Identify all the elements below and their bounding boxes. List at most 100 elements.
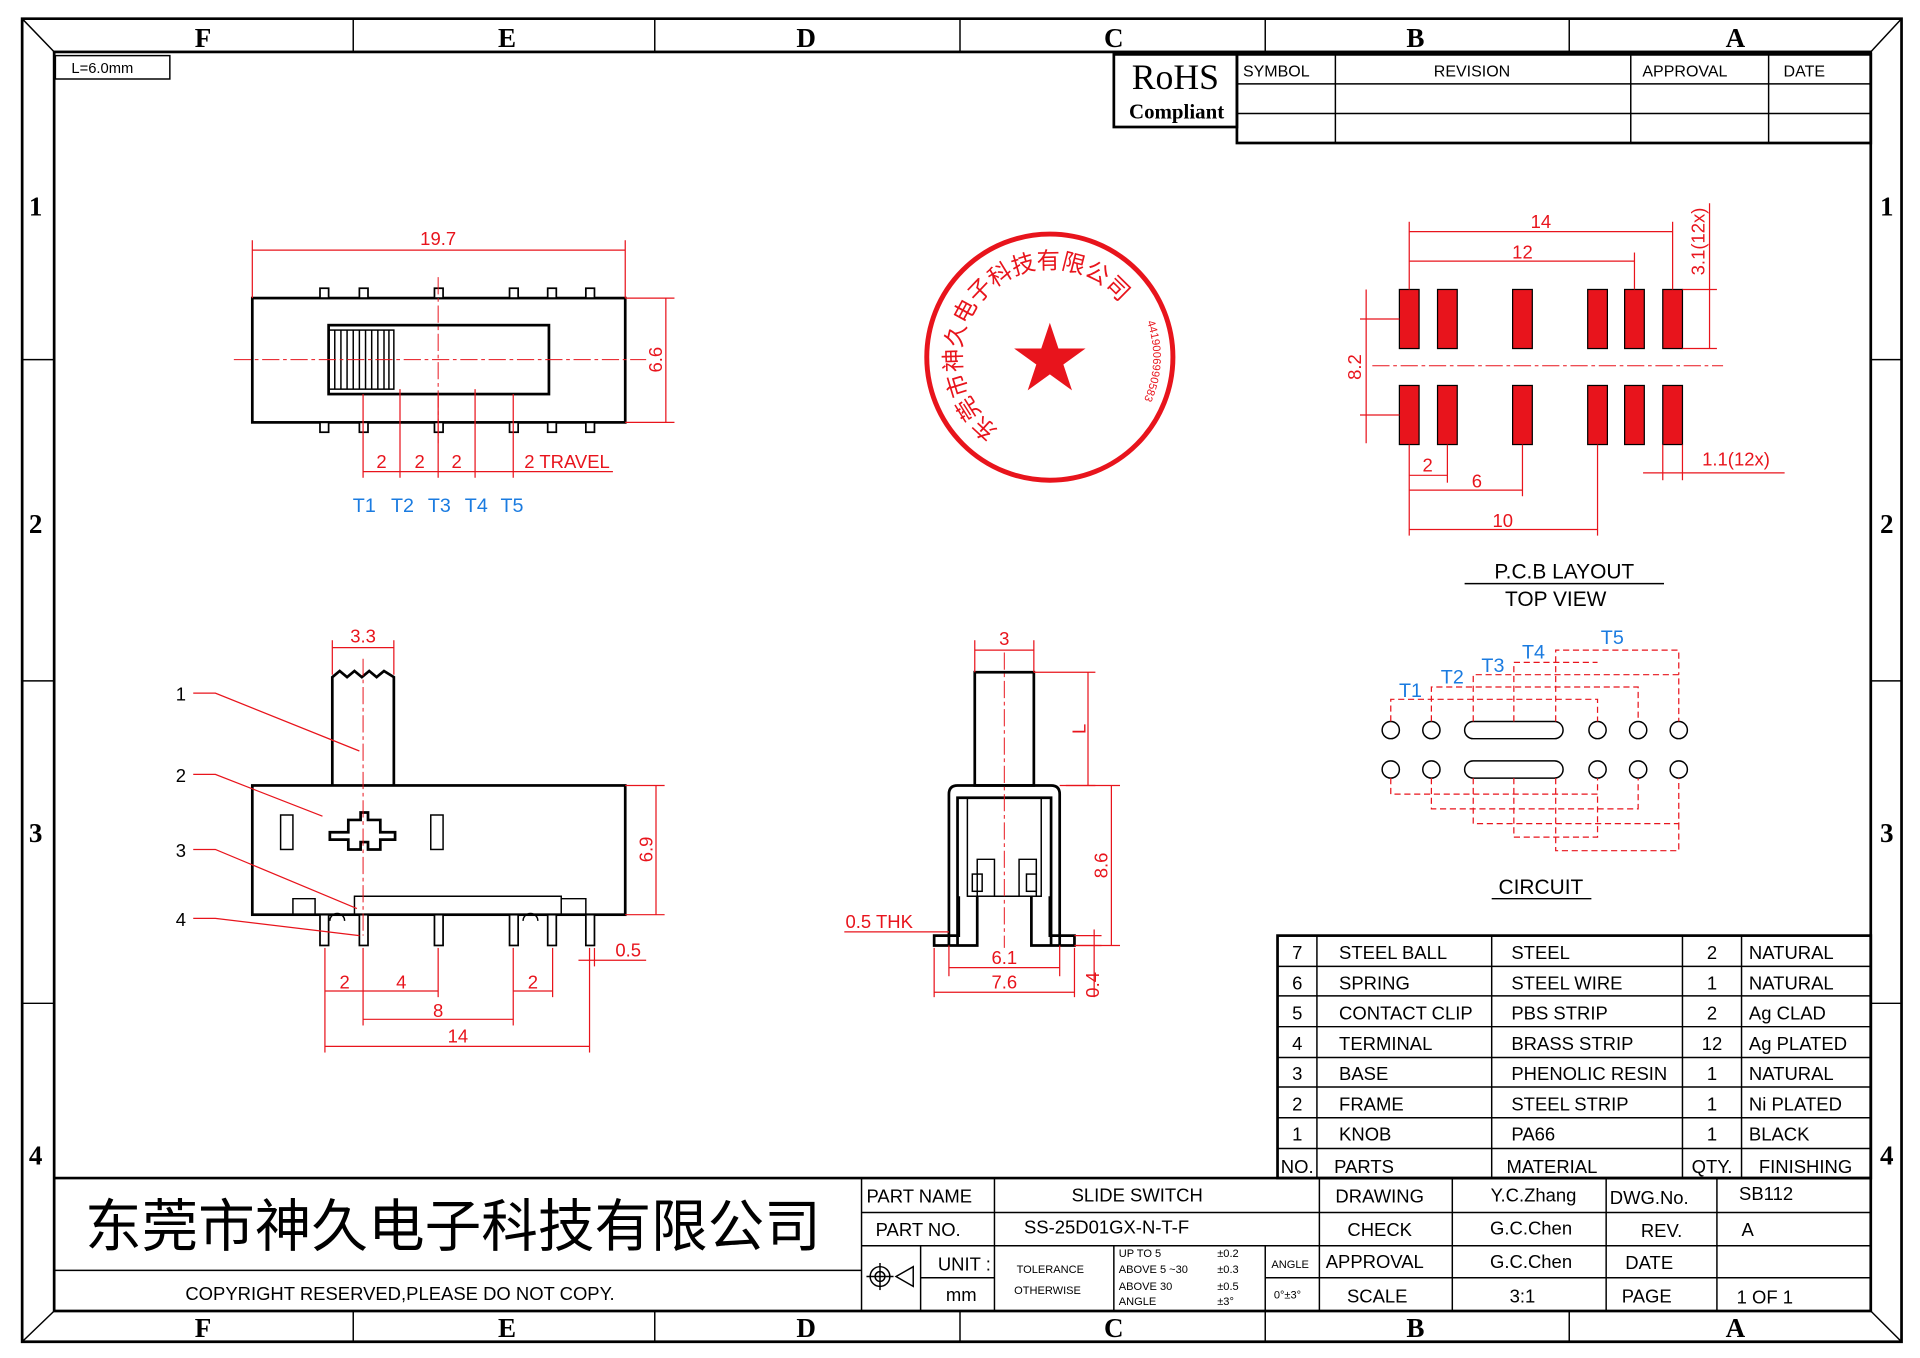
parts-cell: Ni PLATED — [1749, 1093, 1842, 1114]
pcb-subtitle: TOP VIEW — [1505, 588, 1607, 611]
zone-col-top: B — [1406, 23, 1424, 53]
circuit-terminal: T3 — [1481, 655, 1504, 677]
approval-value: G.C.Chen — [1490, 1251, 1572, 1272]
dim-pitch: 2 — [376, 451, 386, 472]
rohs-badge: RoHS Compliant — [1112, 53, 1239, 129]
unit-value: mm — [946, 1284, 977, 1305]
parts-cell: 3 — [1292, 1063, 1302, 1084]
zone-row-left: 2 — [29, 509, 43, 539]
circuit-terminal: T5 — [1601, 627, 1624, 649]
angle-label: ANGLE — [1271, 1259, 1309, 1271]
drawing-frame: F E D C B A F E D C B A 1 2 3 4 1 2 3 4 … — [20, 17, 1903, 1344]
dim: 2 — [528, 972, 538, 993]
parts-cell: NATURAL — [1749, 1063, 1834, 1084]
parts-cell: PHENOLIC RESIN — [1511, 1063, 1667, 1084]
zone-row-left: 1 — [29, 192, 43, 222]
dim: 14 — [448, 1026, 469, 1047]
terminal-label: T2 — [391, 495, 414, 517]
dim: 0.5 — [615, 940, 641, 961]
parts-cell: STEEL BALL — [1339, 942, 1447, 963]
pcb-layout: 14 12 3.1(12x) 8.2 1.1(12x) 2 6 10 P.C.B… — [1344, 203, 1785, 611]
projection-symbol-icon — [866, 1263, 914, 1291]
dim-pad-width: 1.1(12x) — [1702, 448, 1770, 469]
parts-cell: STEEL WIRE — [1511, 972, 1622, 993]
zone-col-bottom: F — [195, 1313, 212, 1343]
parts-cell: PBS STRIP — [1511, 1003, 1607, 1024]
dwg-no-value: SB112 — [1739, 1183, 1793, 1204]
parts-header: QTY. — [1692, 1156, 1733, 1177]
drawing-label: DRAWING — [1335, 1186, 1424, 1207]
dim-knob-length: L — [1069, 724, 1090, 734]
dwg-no-label: DWG.No. — [1610, 1187, 1689, 1208]
circuit-terminal: T2 — [1441, 666, 1464, 688]
zone-col-top: C — [1104, 23, 1124, 53]
circuit-terminal: T4 — [1522, 642, 1545, 664]
dim-2: 2 — [1423, 455, 1433, 476]
dim-10: 10 — [1493, 510, 1514, 531]
parts-cell: KNOB — [1339, 1124, 1391, 1145]
parts-header: MATERIAL — [1506, 1156, 1597, 1177]
tolerance-label: TOLERANCE — [1017, 1264, 1084, 1276]
zone-col-bottom: E — [498, 1313, 516, 1343]
parts-cell: 1 — [1707, 1124, 1717, 1145]
check-value: G.C.Chen — [1490, 1218, 1572, 1239]
dim-end-height: 8.6 — [1091, 853, 1112, 879]
rev-header: SYMBOL — [1243, 64, 1310, 81]
revision-table: SYMBOL REVISION APPROVAL DATE — [1235, 53, 1873, 145]
dim-knob: 3 — [999, 628, 1009, 649]
page-label: PAGE — [1622, 1285, 1672, 1306]
parts-cell: 6 — [1292, 972, 1302, 993]
approval-label: APPROVAL — [1326, 1251, 1424, 1272]
parts-cell: SPRING — [1339, 972, 1410, 993]
parts-cell: 1 — [1292, 1124, 1302, 1145]
pcb-pads — [1398, 288, 1684, 446]
part-name-value: SLIDE SWITCH — [1072, 1184, 1203, 1205]
end-view: 3 L 8.6 0.5 THK 6.1 7.6 0.4 — [844, 628, 1120, 998]
parts-cell: STEEL — [1511, 942, 1569, 963]
parts-header: NO. — [1281, 1156, 1314, 1177]
tolerance-value: ±0.5 — [1217, 1281, 1238, 1293]
tolerance-value: ±3° — [1217, 1296, 1234, 1308]
parts-cell: BLACK — [1749, 1124, 1810, 1145]
company-seal: 东莞市神久电子科技有限公司 4419006990583 — [924, 231, 1176, 483]
zone-col-top: E — [498, 23, 516, 53]
circuit-terminal: T1 — [1399, 680, 1422, 702]
circuit-title: CIRCUIT — [1499, 876, 1584, 899]
parts-cell: 2 — [1292, 1093, 1302, 1114]
zone-col-top: D — [796, 23, 816, 53]
terminal-label: T3 — [428, 495, 451, 517]
parts-cell: NATURAL — [1749, 942, 1834, 963]
zone-col-top: F — [195, 23, 212, 53]
scale-value: 3:1 — [1510, 1285, 1536, 1306]
parts-cell: 1 — [1707, 1093, 1717, 1114]
pcb-title: P.C.B LAYOUT — [1494, 561, 1634, 584]
dim: 2 — [339, 972, 349, 993]
tolerance-range: ABOVE 30 — [1119, 1281, 1173, 1293]
title-block: 东莞市神久电子科技有限公司 COPYRIGHT RESERVED,PLEASE … — [54, 1176, 1871, 1312]
circuit-diagram: T1 T2 T3 T4 T5 CIRCUIT — [1381, 627, 1689, 900]
zone-row-right: 2 — [1880, 509, 1894, 539]
zone-col-bottom: D — [796, 1313, 816, 1343]
zone-col-bottom: A — [1726, 1313, 1746, 1343]
tolerance-value: ±0.2 — [1217, 1248, 1238, 1260]
parts-cell: CONTACT CLIP — [1339, 1003, 1473, 1024]
angle-value: 0°±3° — [1274, 1290, 1301, 1302]
zone-row-left: 4 — [29, 1141, 43, 1171]
zone-row-right: 4 — [1880, 1141, 1894, 1171]
parts-cell: 1 — [1707, 972, 1717, 993]
rohs-subtitle: Compliant — [1129, 99, 1224, 123]
svg-text:东莞市神久电子科技有限公司: 东莞市神久电子科技有限公司 — [939, 246, 1136, 446]
scale-label: SCALE — [1347, 1285, 1408, 1306]
rev-header: DATE — [1784, 64, 1825, 81]
tolerance-range: UP TO 5 — [1119, 1248, 1161, 1260]
terminal-label: T4 — [465, 495, 488, 517]
dim: 4 — [396, 972, 406, 993]
company-name: 东莞市神久电子科技有限公司 — [85, 1194, 821, 1260]
rev-header: REVISION — [1434, 64, 1510, 81]
